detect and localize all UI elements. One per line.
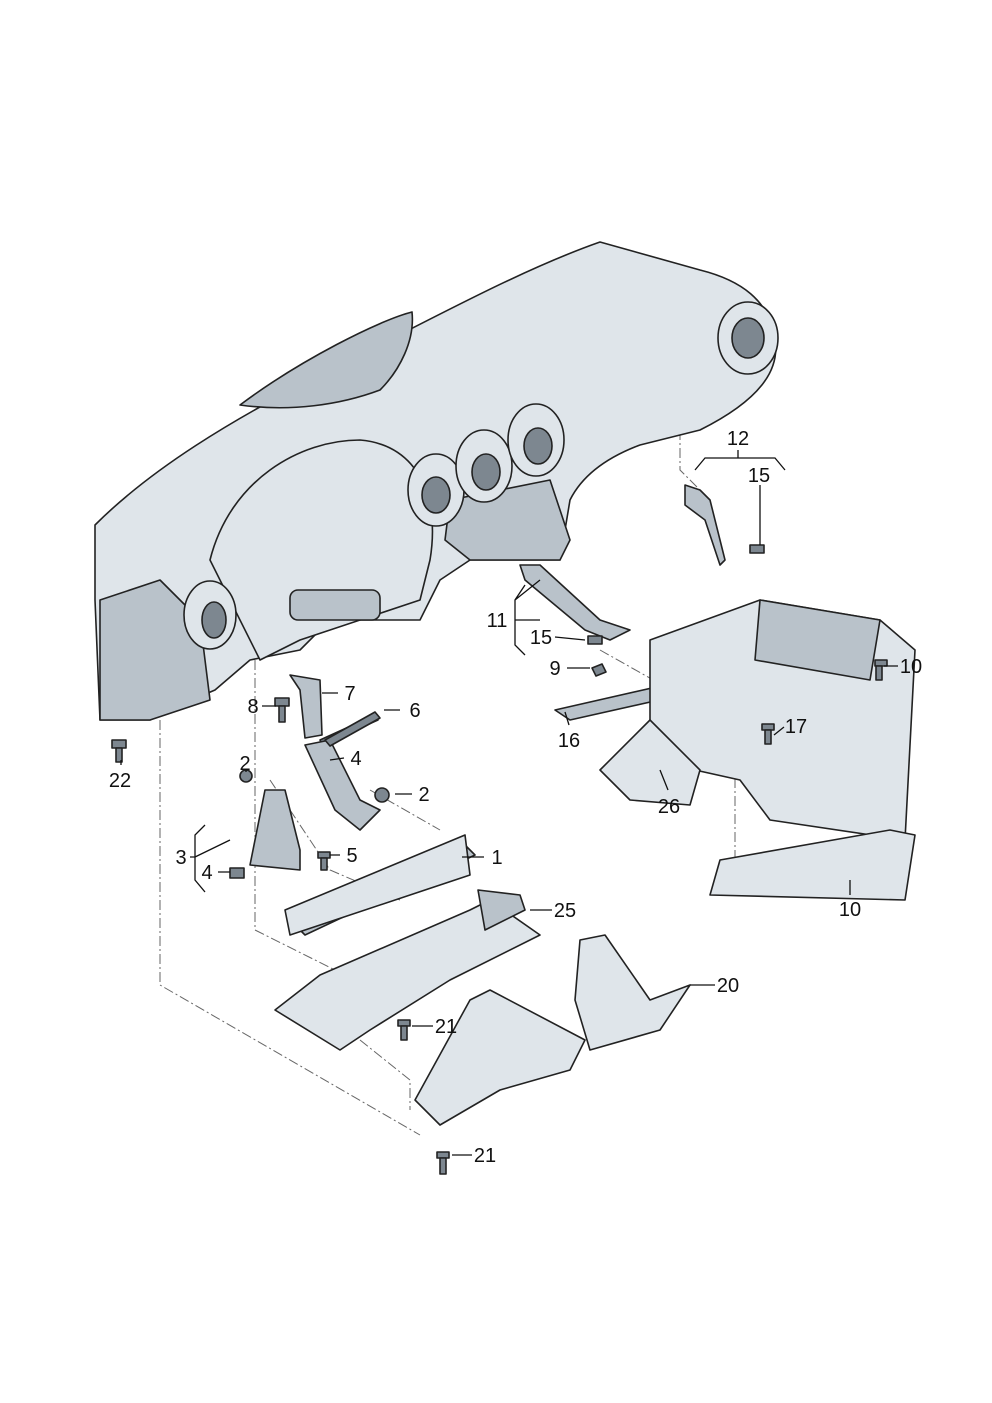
callout-14: 12 xyxy=(727,428,749,450)
callout-16: 16 xyxy=(558,730,580,752)
lower-trim xyxy=(274,834,691,1126)
callout-12: 10 xyxy=(900,656,922,678)
callout-22: 22 xyxy=(109,770,131,792)
dashboard-panel xyxy=(94,241,779,721)
callout-9: 8 xyxy=(247,696,258,718)
callout-2b: 2 xyxy=(418,784,429,806)
callout-10: 10 xyxy=(839,899,861,921)
callout-13: 11 xyxy=(487,610,508,632)
callout-20: 20 xyxy=(717,975,739,997)
callout-1: 1 xyxy=(491,847,502,869)
callout-4: 4 xyxy=(201,862,212,884)
glove-box xyxy=(599,599,916,901)
callout-25: 25 xyxy=(554,900,576,922)
callout-3: 3 xyxy=(175,847,186,869)
callout-6: 5 xyxy=(346,845,357,867)
callout-17: 17 xyxy=(785,716,807,738)
callout-11: 9 xyxy=(549,658,560,680)
callout-15: 15 xyxy=(748,465,770,487)
callout-labels: 12 15 11 15 9 10 16 17 26 7 8 6 22 2 4 2… xyxy=(109,428,922,1167)
callout-7: 6 xyxy=(409,700,420,722)
callout-5: 4 xyxy=(350,748,361,770)
leader-lines xyxy=(120,450,898,1156)
callout-2: 2 xyxy=(239,753,250,775)
air-vents xyxy=(183,301,779,650)
callout-15b: 15 xyxy=(530,627,552,649)
screws xyxy=(111,659,888,1175)
callout-21: 21 xyxy=(435,1016,457,1038)
callout-26: 26 xyxy=(658,796,680,818)
callout-8: 7 xyxy=(344,683,355,705)
callout-21b: 21 xyxy=(474,1145,496,1167)
